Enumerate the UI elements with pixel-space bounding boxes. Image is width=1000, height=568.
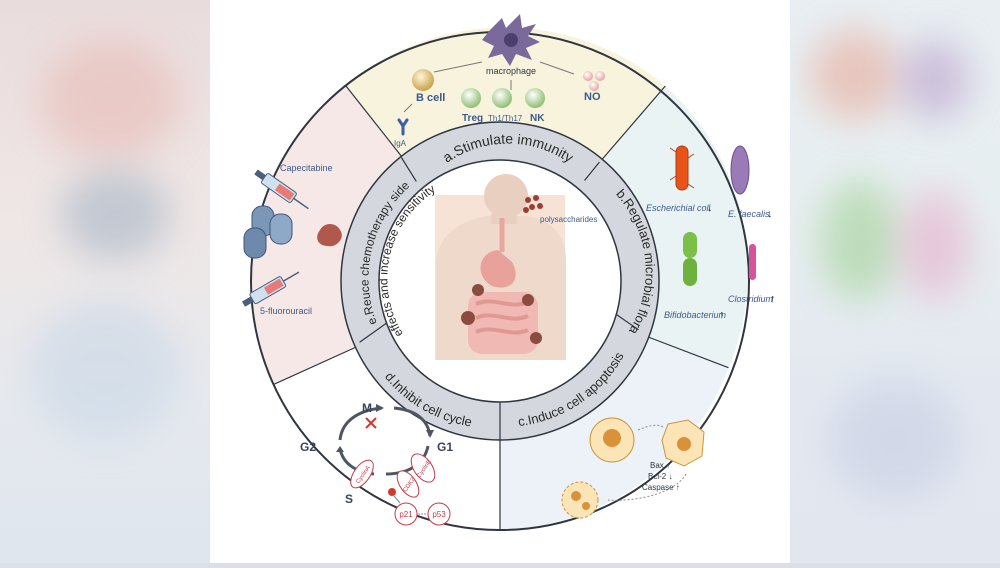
iga-label: IgA	[394, 139, 407, 148]
clostridium-arrow: ↑	[770, 293, 776, 305]
human-body-illustration	[435, 174, 566, 360]
fluorouracil-label: 5-fluorouracil	[260, 306, 312, 316]
nk-label: NK	[530, 113, 545, 124]
macrophage-icon	[482, 14, 540, 66]
iga-antibody-icon	[397, 118, 409, 136]
p21-label: p21	[399, 510, 413, 519]
phase-g1-label: G1	[437, 440, 453, 454]
healthy-cell-icon	[589, 417, 635, 463]
caspase-label: Caspase ↑	[642, 483, 680, 492]
treg-label: Treg	[462, 113, 483, 124]
b-cell-label: B cell	[416, 92, 445, 104]
b-cell-icon	[412, 69, 434, 91]
bifidobacterium-icon	[683, 232, 697, 286]
clostridium-icon	[749, 244, 756, 280]
shrinking-cell-icon	[661, 419, 705, 467]
bifidobacterium-arrow: ↑	[719, 309, 725, 321]
nk-cell-icon	[525, 88, 545, 108]
p53-label: p53	[432, 510, 446, 519]
phase-s-label: S	[345, 492, 353, 506]
treg-cell-icon	[461, 88, 481, 108]
diagram-panel: a.Stimulate immunity b.Regulate microbia…	[210, 0, 790, 563]
polysaccharide-dots	[523, 195, 543, 213]
e-faecalis-arrow: ↓	[767, 208, 773, 220]
bifidobacterium-label: Bifidobacterium	[664, 310, 727, 320]
capsule-pills-icon	[243, 205, 293, 259]
escherichia-coli-arrow: ↓	[707, 202, 713, 214]
e-faecalis-icon	[730, 145, 750, 195]
blurred-background-left	[0, 0, 210, 563]
capecitabine-label: Capecitabine	[280, 163, 333, 173]
apoptotic-body-icon	[561, 481, 599, 519]
block-x-icon	[365, 417, 377, 429]
polysaccharides-label: polysaccharides	[540, 215, 597, 224]
blurred-background-right	[790, 0, 1000, 563]
th-label: Th1/Th17	[488, 114, 523, 123]
bcl2-label: Bcl-2 ↓	[648, 472, 672, 481]
th-cell-icon	[492, 88, 512, 108]
escherichia-coli-icon	[675, 145, 689, 191]
syringe-icon-bottom	[242, 271, 300, 307]
clostridium-label: Clostridium	[728, 294, 774, 304]
phase-m-label: M	[362, 401, 372, 415]
syringe-icon-top	[254, 169, 309, 210]
no-label: NO	[584, 91, 601, 103]
escherichia-coli-label: Escherichial coli	[646, 203, 712, 213]
tumor-icon	[317, 224, 342, 247]
mechanism-diagram: a.Stimulate immunity b.Regulate microbia…	[242, 14, 776, 531]
phase-g2-label: G2	[300, 440, 316, 454]
macrophage-label: macrophage	[486, 66, 536, 76]
e-faecalis-label: E. faecalis	[728, 209, 770, 219]
bax-label: Bax ↑	[650, 461, 670, 470]
